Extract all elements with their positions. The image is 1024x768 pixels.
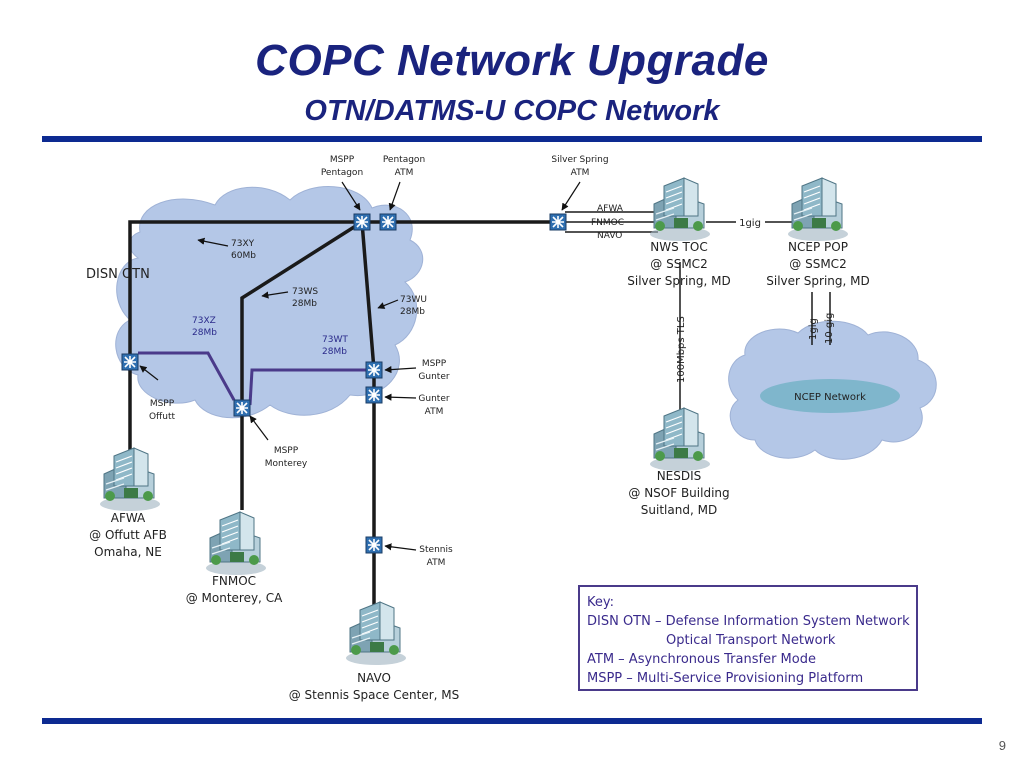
link-nws-ncep-label: 1gig: [739, 218, 761, 229]
label-arrows: [139, 181, 581, 551]
link-pentagon-offutt-afwa: [128, 220, 362, 455]
key-line-mspp: MSPP – Multi-Service Provisioning Platfo…: [587, 671, 864, 686]
gunter-atm-label-2: ATM: [425, 407, 444, 417]
ncep-network-label: NCEP Network: [794, 392, 866, 403]
mspp-monterey-label-2: Monterey: [265, 459, 308, 469]
c73wu-label-2: 28Mb: [400, 307, 425, 317]
link-73xz: [138, 351, 236, 401]
key-line-atm: ATM – Asynchronous Transfer Mode: [587, 652, 816, 667]
c73xz-label-2: 28Mb: [192, 328, 217, 338]
stennis-atm-switch-icon[interactable]: [365, 536, 383, 554]
navo-label-2: @ Stennis Space Center, MS: [289, 688, 460, 702]
link-pentagon-gunter-stennis-navo: [360, 221, 376, 612]
link-ncep-1gig-label: 1gig: [808, 318, 819, 340]
fnmoc-building-icon: [205, 511, 267, 576]
mspp-gunter-label-1: MSPP: [422, 359, 447, 369]
page-title: COPC Network Upgrade: [255, 36, 769, 85]
backbone-links: [128, 220, 558, 612]
silver-spring-atm-label-1: Silver Spring: [551, 155, 608, 165]
disn-otn-cloud: [115, 186, 424, 419]
key-line-disn: DISN OTN – Defense Information System Ne…: [587, 614, 910, 629]
page-number: 9: [998, 738, 1006, 753]
c73ws-label-1: 73WS: [292, 287, 318, 297]
mspp-monterey-switch-icon[interactable]: [233, 399, 251, 417]
c73xy-label-1: 73XY: [231, 239, 255, 249]
top-rule: [42, 136, 982, 142]
mspp-offutt-switch-icon[interactable]: [121, 353, 139, 371]
c73xz-label-1: 73XZ: [192, 316, 216, 326]
nesdis-label-1: NESDIS: [657, 469, 702, 483]
afwa-label-1: AFWA: [111, 511, 146, 525]
stennis-atm-label-2: ATM: [427, 558, 446, 568]
fnmoc-label-1: FNMOC: [212, 574, 256, 588]
mspp-gunter-label-2: Gunter: [418, 372, 449, 382]
nws-toc-label-2: @ SSMC2: [650, 257, 707, 271]
link-pentagon-monterey-fnmoc: [240, 220, 363, 510]
c73ws-label-2: 28Mb: [292, 299, 317, 309]
nws-toc-label-1: NWS TOC: [650, 240, 707, 254]
ncep-network-cloud: [728, 320, 937, 460]
mspp-pentagon-switch-icon[interactable]: [353, 213, 371, 231]
atm-feed-labels: AFWA FNMOC NAVO: [591, 204, 624, 241]
site-labels: NWS TOC @ SSMC2 Silver Spring, MD NCEP P…: [89, 240, 870, 702]
pentagon-atm-label-2: ATM: [395, 168, 414, 178]
mspp-pentagon-label-2: Pentagon: [321, 168, 363, 178]
link-73wt: [248, 368, 366, 406]
nesdis-label-3: Suitland, MD: [641, 503, 717, 517]
mspp-monterey-label-1: MSPP: [274, 446, 299, 456]
atm-feed-lines: [565, 211, 658, 233]
feed-afwa-label: AFWA: [597, 204, 624, 214]
site-links: [565, 211, 831, 410]
link-nws-nesdis-label: 100Mbps TLS: [676, 316, 687, 383]
pentagon-atm-label-1: Pentagon: [383, 155, 425, 165]
silver-spring-atm-label-2: ATM: [571, 168, 590, 178]
ncep-pop-building-icon: [787, 177, 849, 242]
c73xy-label-2: 60Mb: [231, 251, 256, 261]
mspp-offutt-label-1: MSPP: [150, 399, 175, 409]
nesdis-building-icon: [649, 407, 711, 472]
feed-fnmoc-label: FNMOC: [591, 218, 624, 228]
node-labels: MSPP Pentagon Pentagon ATM Silver Spring…: [149, 155, 609, 568]
nws-toc-building-icon: [649, 177, 711, 242]
fnmoc-label-2: @ Monterey, CA: [186, 591, 283, 605]
ncep-pop-label-2: @ SSMC2: [789, 257, 846, 271]
key-line-otn: Optical Transport Network: [666, 633, 836, 648]
c73wu-label-1: 73WU: [400, 295, 427, 305]
disn-otn-label: DISN OTN: [86, 267, 150, 282]
navo-label-1: NAVO: [357, 671, 391, 685]
purple-links: [138, 351, 366, 406]
nesdis-label-2: @ NSOF Building: [628, 486, 729, 500]
afwa-label-3: Omaha, NE: [94, 545, 162, 559]
stennis-atm-label-1: Stennis: [419, 545, 453, 555]
gunter-atm-label-1: Gunter: [418, 394, 449, 404]
bottom-rule: [42, 718, 982, 724]
c73wt-label-2: 28Mb: [322, 347, 347, 357]
key-legend: Key: DISN OTN – Defense Information Syst…: [578, 585, 918, 691]
gunter-atm-switch-icon[interactable]: [365, 386, 383, 404]
ncep-pop-label-1: NCEP POP: [788, 240, 848, 254]
circuit-labels: 73XY 60Mb 73WS 28Mb 73WU 28Mb 73XZ 28Mb …: [192, 239, 427, 357]
mspp-offutt-label-2: Offutt: [149, 412, 176, 422]
page-subtitle: OTN/DATMS-U COPC Network: [304, 95, 720, 127]
silver-spring-atm-switch-icon[interactable]: [549, 213, 567, 231]
nws-toc-label-3: Silver Spring, MD: [627, 274, 730, 288]
afwa-label-2: @ Offutt AFB: [89, 528, 167, 542]
feed-navo-label: NAVO: [597, 231, 622, 241]
key-heading: Key:: [587, 595, 615, 610]
pentagon-atm-switch-icon[interactable]: [379, 213, 397, 231]
navo-building-icon: [345, 601, 407, 666]
link-ncep-10gig-label: 10 gig: [824, 313, 835, 344]
ncep-pop-label-3: Silver Spring, MD: [766, 274, 869, 288]
c73wt-label-1: 73WT: [322, 335, 348, 345]
mspp-pentagon-label-1: MSPP: [330, 155, 355, 165]
mspp-gunter-switch-icon[interactable]: [365, 361, 383, 379]
afwa-building-icon: [99, 447, 161, 512]
